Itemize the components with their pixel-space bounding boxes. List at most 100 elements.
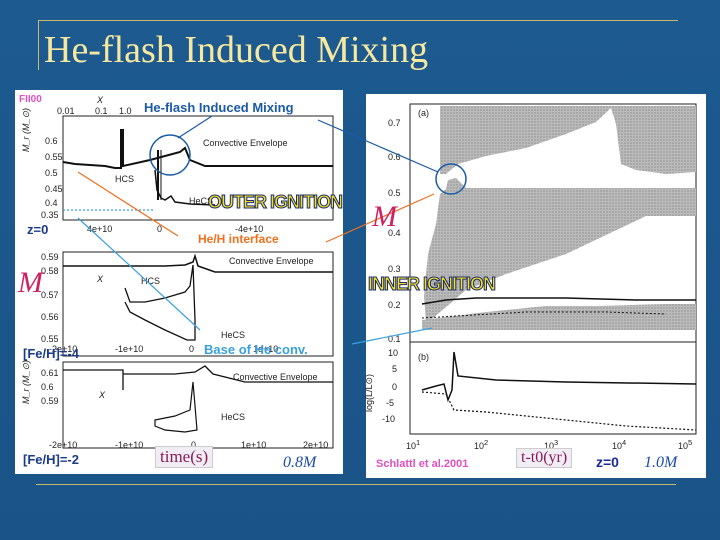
base-he-arrow-left — [77, 217, 201, 331]
panel-b-luminosity-curve — [421, 351, 697, 403]
panel-a-dotted-line — [421, 311, 667, 319]
a-y-tick: 0.2 — [388, 300, 401, 310]
plot2-hecs-label: HeCS — [221, 330, 246, 340]
a-y-tick: 0.7 — [388, 118, 401, 128]
plot3-conv-env-label: Convective Envelope — [233, 372, 318, 382]
right-x-tick: 102 — [474, 438, 489, 451]
right-x-tick: 104 — [612, 438, 627, 451]
a-y-tick: 0.1 — [388, 334, 401, 344]
plot2-hcs-label: HCS — [141, 276, 161, 286]
plot1-hecs-label: HeCS — [189, 196, 214, 206]
plot3-feh-label: [Fe/H]=-2 — [23, 452, 79, 467]
plot1-x-tick: 0 — [157, 224, 163, 234]
callout-arrow-left — [177, 115, 213, 139]
callout-he-flash-mixing: He-flash Induced Mixing — [142, 100, 296, 115]
right-figure-svg — [409, 103, 697, 435]
top-axis-tick: 1.0 — [119, 106, 132, 116]
he-h-interface-label: He/H interface — [198, 232, 279, 246]
plot1-envelope-curve — [62, 129, 333, 169]
a-y-tick: 0.4 — [388, 228, 401, 238]
plot2-x-mark: X — [97, 274, 104, 284]
top-axis-tick: 0.01 — [57, 106, 75, 116]
right-x-tick: 103 — [544, 438, 559, 451]
left-figure-panel: FII00 X 0.01 0.1 1.0 0.6 0.55 0.5 0.45 0… — [15, 90, 343, 474]
plot1-x-tick: -4e+10 — [235, 224, 264, 234]
a-y-tick: 0.5 — [388, 188, 401, 198]
plot3-x-tick: -1e+10 — [115, 440, 144, 450]
plot3-hecs-label: HeCS — [221, 412, 246, 422]
plot2-x-tick: -2e+10 — [49, 344, 78, 354]
panel-a-middle-region — [424, 178, 696, 324]
panel-a-label: (a) — [418, 108, 429, 118]
outer-ignition-label: OUTER IGNITION — [208, 192, 344, 213]
plot1-y-tick: 0.5 — [45, 168, 58, 178]
panel-a-lower-region — [422, 304, 696, 330]
b-y-tick: 0 — [392, 382, 398, 392]
plot2-envelope-curve — [63, 253, 333, 273]
a-y-tick: 0.6 — [388, 152, 401, 162]
m-symbol-right: M — [372, 200, 397, 233]
plot1-y-tick: 0.35 — [41, 210, 59, 220]
plot3-x-tick: 1e+10 — [241, 440, 267, 450]
schlattl-credit: Schlattl et al.2001 — [376, 458, 469, 470]
right-highlight-circle — [435, 163, 467, 195]
plot2-feh-label: [Fe/H]=-4 — [23, 346, 79, 361]
plot2-x-tick: 0 — [189, 344, 195, 354]
top-axis-x-label: X — [97, 95, 104, 105]
title-rule-vertical — [38, 20, 39, 70]
plot2-y-tick: 0.55 — [41, 334, 59, 344]
right-time-label: t-t0(yr) — [516, 448, 573, 468]
right-figure-panel: (a) 0.7 0.6 0.5 0.4 0.3 0.2 0.1 (b) 10 5… — [364, 94, 706, 478]
b-y-tick: 10 — [388, 348, 399, 358]
plot1-y-tick: 0.55 — [45, 152, 63, 162]
plot2-x-tick: 1e+10 — [253, 344, 279, 354]
plot1-hcs-label: HCS — [115, 174, 135, 184]
right-mass-label: 1.0M — [644, 454, 678, 471]
base-he-conv-label: Base of He conv. — [204, 342, 308, 357]
plot1-y-tick: 0.45 — [45, 184, 63, 194]
plot1-y-tick: 0.4 — [45, 198, 58, 208]
panel-b-label: (b) — [418, 352, 429, 362]
footer-rule — [36, 484, 676, 485]
plot2-y-tick: 0.58 — [41, 266, 59, 276]
plot3-hecs-curve — [154, 381, 198, 433]
right-x-tick: 105 — [678, 438, 693, 451]
a-y-tick: 0.3 — [388, 264, 401, 274]
plot2-conv-env-label: Convective Envelope — [229, 256, 314, 266]
plot3-y-tick: 0.6 — [41, 382, 54, 392]
plot1-conv-env-label: Convective Envelope — [203, 138, 288, 148]
he-h-arrow-left — [77, 171, 179, 237]
left-mass-label: 0.8M — [283, 454, 317, 471]
plot1-y-tick: 0.6 — [45, 136, 58, 146]
plot2-y-tick: 0.59 — [41, 252, 59, 262]
panel-a-upper-region — [422, 106, 696, 174]
plot3-x-mark: X — [99, 390, 106, 400]
panel-b-dotted-curve — [421, 391, 697, 431]
plot3-y-tick: 0.61 — [41, 368, 59, 378]
plot1-z-label: z=0 — [27, 222, 49, 237]
plot3-x-tick: 2e+10 — [303, 440, 329, 450]
panel-a-core-line — [421, 297, 696, 305]
b-y-tick: -5 — [386, 398, 395, 408]
right-x-tick: 101 — [406, 438, 421, 451]
base-he-arrow-right — [351, 327, 433, 345]
plot3-x-tick: 0 — [191, 440, 197, 450]
b-y-tick: -10 — [382, 414, 396, 424]
plot1-frame — [62, 115, 334, 221]
plot3-y-tick: 0.59 — [41, 396, 59, 406]
panel-b-frame — [409, 341, 697, 435]
slide-title: He-flash Induced Mixing — [44, 29, 429, 71]
he-h-arrow-right — [325, 193, 435, 243]
callout-arrow-right — [317, 119, 439, 173]
left-time-label: time(s) — [155, 446, 214, 468]
right-z-label: z=0 — [596, 454, 619, 470]
top-axis-tick: 0.1 — [95, 106, 108, 116]
left-highlight-circle — [149, 134, 191, 176]
plot3-envelope-curve — [63, 365, 333, 390]
plot2-y-tick: 0.56 — [41, 312, 59, 322]
plot3-x-tick: -2e+10 — [49, 440, 78, 450]
inner-ignition-label: INNER IGNITION — [367, 274, 496, 295]
b-y-tick: 5 — [392, 364, 398, 374]
fii00-tag: FII00 — [19, 94, 42, 105]
title-rule-top — [38, 20, 678, 21]
